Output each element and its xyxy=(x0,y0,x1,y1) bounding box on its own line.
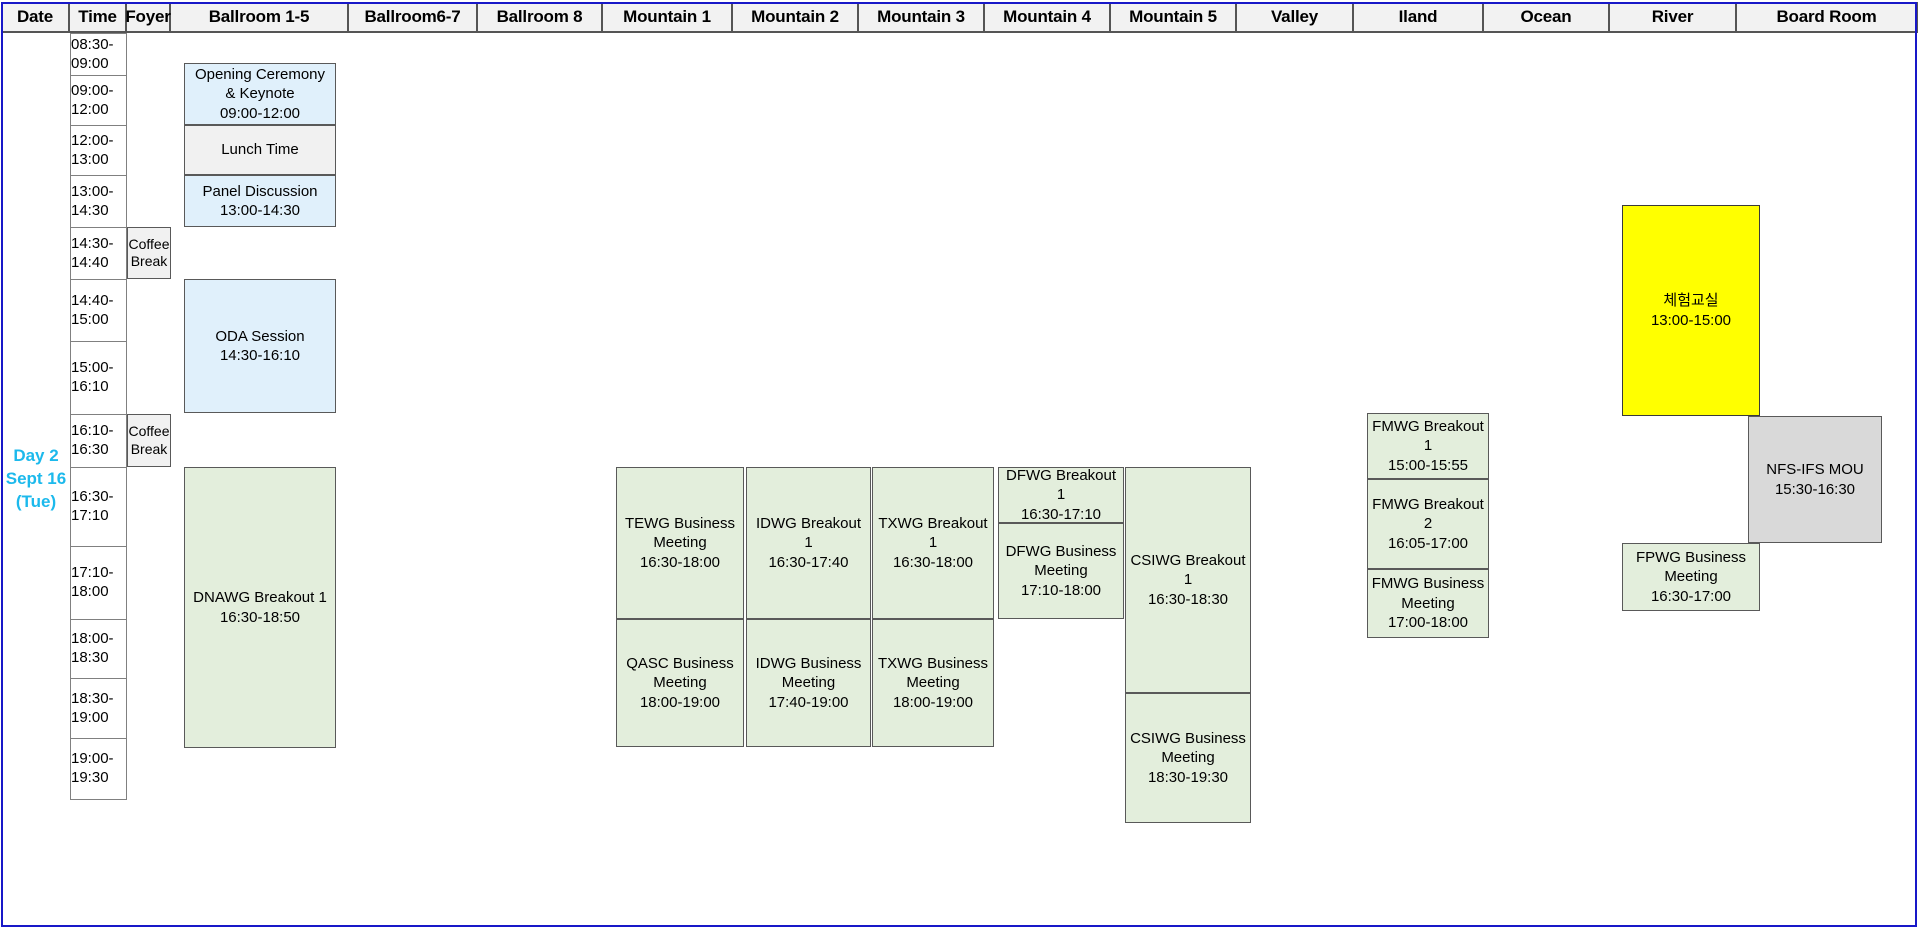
event-title: TXWG Breakout 1 xyxy=(878,514,988,552)
date-line-weekday: (Tue) xyxy=(15,491,57,511)
header-col-mountain-5[interactable]: Mountain 5 xyxy=(1111,2,1237,33)
event-title: FMWG Business Meeting xyxy=(1371,575,1485,612)
event-title: DNAWG Breakout 1 xyxy=(193,589,327,606)
header-col-ballroom-6-7[interactable]: Ballroom6-7 xyxy=(349,2,478,33)
header-col-river[interactable]: River xyxy=(1610,2,1737,33)
date-line-day: Day 2 xyxy=(13,446,59,466)
header-col-mountain-4[interactable]: Mountain 4 xyxy=(985,2,1111,33)
event-dnawg-breakout-1[interactable]: DNAWG Breakout 1 16:30-18:50 xyxy=(184,467,336,748)
event-time: 17:00-18:00 xyxy=(1387,614,1469,632)
event-time: 16:30-17:40 xyxy=(768,553,849,571)
header-col-valley[interactable]: Valley xyxy=(1237,2,1354,33)
date-line-date: Sept 16 xyxy=(5,469,67,489)
time-slot-4: 14:30- 14:40 xyxy=(70,227,127,279)
header-col-ocean[interactable]: Ocean xyxy=(1484,2,1610,33)
time-slot-5: 14:40- 15:00 xyxy=(70,279,127,341)
event-oda-session[interactable]: ODA Session 14:30-16:10 xyxy=(184,279,336,413)
event-time: 14:30-16:10 xyxy=(219,347,301,364)
event-title: TEWG Business Meeting xyxy=(624,514,736,552)
event-title: DFWG Breakout 1 xyxy=(1005,466,1117,504)
event-title: FPWG Business Meeting xyxy=(1635,548,1747,586)
event-time: 15:30-16:30 xyxy=(1774,480,1856,498)
event-title: IDWG Business Meeting xyxy=(755,654,862,692)
event-time: 17:40-19:00 xyxy=(768,693,849,711)
event-time: 16:30-18:00 xyxy=(639,553,721,571)
event-title: Panel Discussion xyxy=(202,182,318,200)
header-col-time[interactable]: Time xyxy=(70,2,127,33)
event-experience-classroom[interactable]: 체험교실 13:00-15:00 xyxy=(1622,205,1760,416)
event-title: Opening Ceremony & Keynote xyxy=(194,65,326,103)
event-title: Lunch Time xyxy=(221,141,299,159)
time-slot-9: 17:10- 18:00 xyxy=(70,546,127,619)
event-time: 16:05-17:00 xyxy=(1387,534,1469,552)
header-col-mountain-1[interactable]: Mountain 1 xyxy=(603,2,733,33)
event-time: 16:30-18:00 xyxy=(892,553,974,571)
event-title: CSIWG Business Meeting xyxy=(1130,729,1246,767)
date-cell-day2: Day 2 Sept 16 (Tue) xyxy=(2,33,70,926)
event-title: FMWG Breakout 1 xyxy=(1372,417,1484,455)
event-time: 16:30-17:00 xyxy=(1650,587,1732,605)
event-time: 15:00-15:55 xyxy=(1387,456,1469,474)
event-lunch-time[interactable]: Lunch Time xyxy=(184,125,336,175)
header-col-mountain-2[interactable]: Mountain 2 xyxy=(733,2,859,33)
time-slot-0: 08:30- 09:00 xyxy=(70,33,127,75)
header-col-board-room[interactable]: Board Room xyxy=(1737,2,1918,33)
header-col-iland[interactable]: Iland xyxy=(1354,2,1484,33)
header-col-date[interactable]: Date xyxy=(2,2,70,33)
time-slot-10: 18:00- 18:30 xyxy=(70,619,127,678)
event-fmwg-business-meeting[interactable]: FMWG Business Meeting 17:00-18:00 xyxy=(1367,569,1489,638)
event-title: IDWG Breakout 1 xyxy=(755,514,862,552)
event-title: 체험교실 xyxy=(1663,292,1719,309)
event-title: FMWG Breakout 2 xyxy=(1372,495,1484,533)
time-slot-11: 18:30- 19:00 xyxy=(70,678,127,738)
header-col-foyer[interactable]: Foyer xyxy=(125,2,171,33)
event-time: 16:30-18:50 xyxy=(219,608,301,626)
event-time: 17:10-18:00 xyxy=(1020,581,1102,599)
event-title: ODA Session xyxy=(215,327,305,345)
event-time: 18:30-19:30 xyxy=(1147,768,1229,786)
event-title: Coffee Break xyxy=(128,423,170,457)
event-time: 16:30-17:10 xyxy=(1020,505,1102,523)
time-slot-8: 16:30- 17:10 xyxy=(70,467,127,546)
event-time: 13:00-15:00 xyxy=(1650,311,1732,329)
event-coffee-break-2[interactable]: Coffee Break xyxy=(127,414,171,467)
event-title: QASC Business Meeting xyxy=(626,654,734,692)
event-time: 18:00-19:00 xyxy=(892,693,974,711)
event-time: 13:00-14:30 xyxy=(219,202,301,219)
event-title: NFS-IFS MOU xyxy=(1766,461,1864,478)
time-slot-2: 12:00- 13:00 xyxy=(70,125,127,175)
time-slot-12: 19:00- 19:30 xyxy=(70,738,127,800)
event-nfs-ifs-mou[interactable]: NFS-IFS MOU 15:30-16:30 xyxy=(1748,416,1882,543)
header-col-ballroom-8[interactable]: Ballroom 8 xyxy=(478,2,603,33)
time-slot-3: 13:00- 14:30 xyxy=(70,175,127,227)
event-title: TXWG Business Meeting xyxy=(877,654,989,692)
time-slot-1: 09:00- 12:00 xyxy=(70,75,127,125)
event-title: DFWG Business Meeting xyxy=(1005,542,1117,580)
event-title: Coffee Break xyxy=(128,235,170,270)
header-col-mountain-3[interactable]: Mountain 3 xyxy=(859,2,985,33)
time-slot-6: 15:00- 16:10 xyxy=(70,341,127,414)
header-col-ballroom-1-5[interactable]: Ballroom 1-5 xyxy=(171,2,349,33)
event-title: CSIWG Breakout 1 xyxy=(1130,551,1246,589)
time-slot-7: 16:10- 16:30 xyxy=(70,414,127,467)
event-time: 09:00-12:00 xyxy=(219,104,301,122)
event-time: 16:30-18:30 xyxy=(1147,590,1229,608)
event-time: 18:00-19:00 xyxy=(639,693,721,711)
event-coffee-break-1[interactable]: Coffee Break xyxy=(127,227,171,279)
event-panel-discussion[interactable]: Panel Discussion 13:00-14:30 xyxy=(184,175,336,227)
